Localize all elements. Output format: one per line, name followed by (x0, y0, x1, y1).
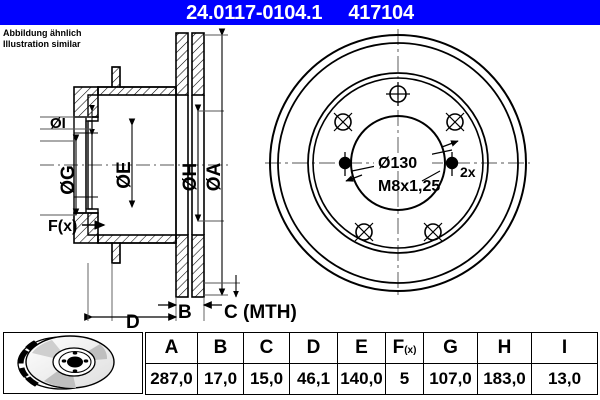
dimension-inner-disc: ØE (114, 118, 136, 209)
col-header-d: D (289, 332, 338, 364)
part-number: 24.0117-0104.1 (186, 1, 323, 24)
label-min-thickness: C (MTH) (224, 302, 297, 323)
threaded-hole (445, 152, 459, 176)
bolt-hole-marker (423, 222, 443, 242)
bolt-hole-marker (445, 112, 465, 132)
table-value-row: 287,0 17,0 15,0 46,1 140,0 5 107,0 183,0… (145, 363, 598, 395)
bolt-hole-marker (354, 222, 374, 242)
col-header-a: A (145, 332, 198, 364)
dimension-outer-diameter: ØA (204, 28, 228, 297)
label-outer-diameter: ØA (204, 162, 225, 191)
value-h: 183,0 (477, 363, 532, 395)
section-view: ØI ØG ØE (40, 28, 297, 330)
label-thickness-total: B (178, 302, 192, 323)
col-header-i: I (531, 332, 598, 364)
value-a: 287,0 (145, 363, 198, 395)
hat-section (73, 66, 177, 264)
value-d: 46,1 (289, 363, 338, 395)
value-i: 13,0 (531, 363, 598, 395)
vented-brake-disc-photo (3, 332, 143, 394)
col-header-h: H (477, 332, 532, 364)
value-fx: 5 (385, 363, 424, 395)
label-friction-ring: ØH (180, 163, 201, 192)
article-number: 417104 (348, 1, 414, 24)
friction-inner-circle (307, 72, 489, 254)
threaded-hole (338, 152, 352, 176)
dimension-hub-bolt-circle: ØG (40, 134, 80, 217)
label-thread: M8x1,25 (378, 178, 440, 195)
illustration-caption: Abbildung ähnlich Illustration similar (3, 28, 82, 50)
value-g: 107,0 (423, 363, 478, 395)
fx-base: F (392, 337, 405, 358)
outer-diameter-circle (269, 34, 527, 292)
fx-sub: (x) (404, 345, 417, 356)
friction-outer-circle (277, 42, 519, 284)
header-bar: 24.0117-0104.1 417104 (0, 0, 600, 25)
col-header-c: C (243, 332, 290, 364)
label-hub-bolt-circle: ØG (58, 165, 79, 195)
bolt-hole-marker (333, 112, 353, 132)
value-e: 140,0 (337, 363, 386, 395)
spec-table-area: A B C D E F(x) G H I 287,0 17,0 15,0 46,… (0, 330, 600, 400)
col-header-g: G (423, 332, 478, 364)
threaded-holes (338, 152, 459, 176)
label-bolt-circle: Ø130 (378, 155, 417, 172)
dimension-inner-small: ØI (40, 105, 95, 136)
col-header-b: B (197, 332, 244, 364)
dimension-thickness-group: B C (MTH) D (84, 263, 297, 330)
bolt-circle-dimension: Ø130 M8x1,25 2x (345, 140, 476, 195)
force-annotation: F(x) (48, 218, 106, 235)
hat-outer-circle (312, 77, 484, 249)
label-thread-count: 2x (460, 164, 476, 180)
label-height: D (126, 312, 140, 330)
caption-line-de: Abbildung ähnlich (3, 28, 82, 38)
centering-hole (386, 82, 410, 106)
col-header-e: E (337, 332, 386, 364)
col-header-fx: F(x) (385, 332, 424, 364)
specification-table: A B C D E F(x) G H I 287,0 17,0 15,0 46,… (145, 332, 598, 395)
table-header-row: A B C D E F(x) G H I (145, 332, 598, 364)
label-force: F(x) (48, 218, 77, 235)
label-inner-small: ØI (50, 115, 66, 132)
front-view: Ø130 M8x1,25 2x (265, 29, 530, 297)
label-inner-disc: ØE (114, 161, 135, 188)
caption-line-en: Illustration similar (3, 39, 81, 49)
bolt-hole-markers (333, 112, 465, 242)
value-c: 15,0 (243, 363, 290, 395)
value-b: 17,0 (197, 363, 244, 395)
drawing-canvas: ØI ØG ØE (0, 25, 600, 330)
